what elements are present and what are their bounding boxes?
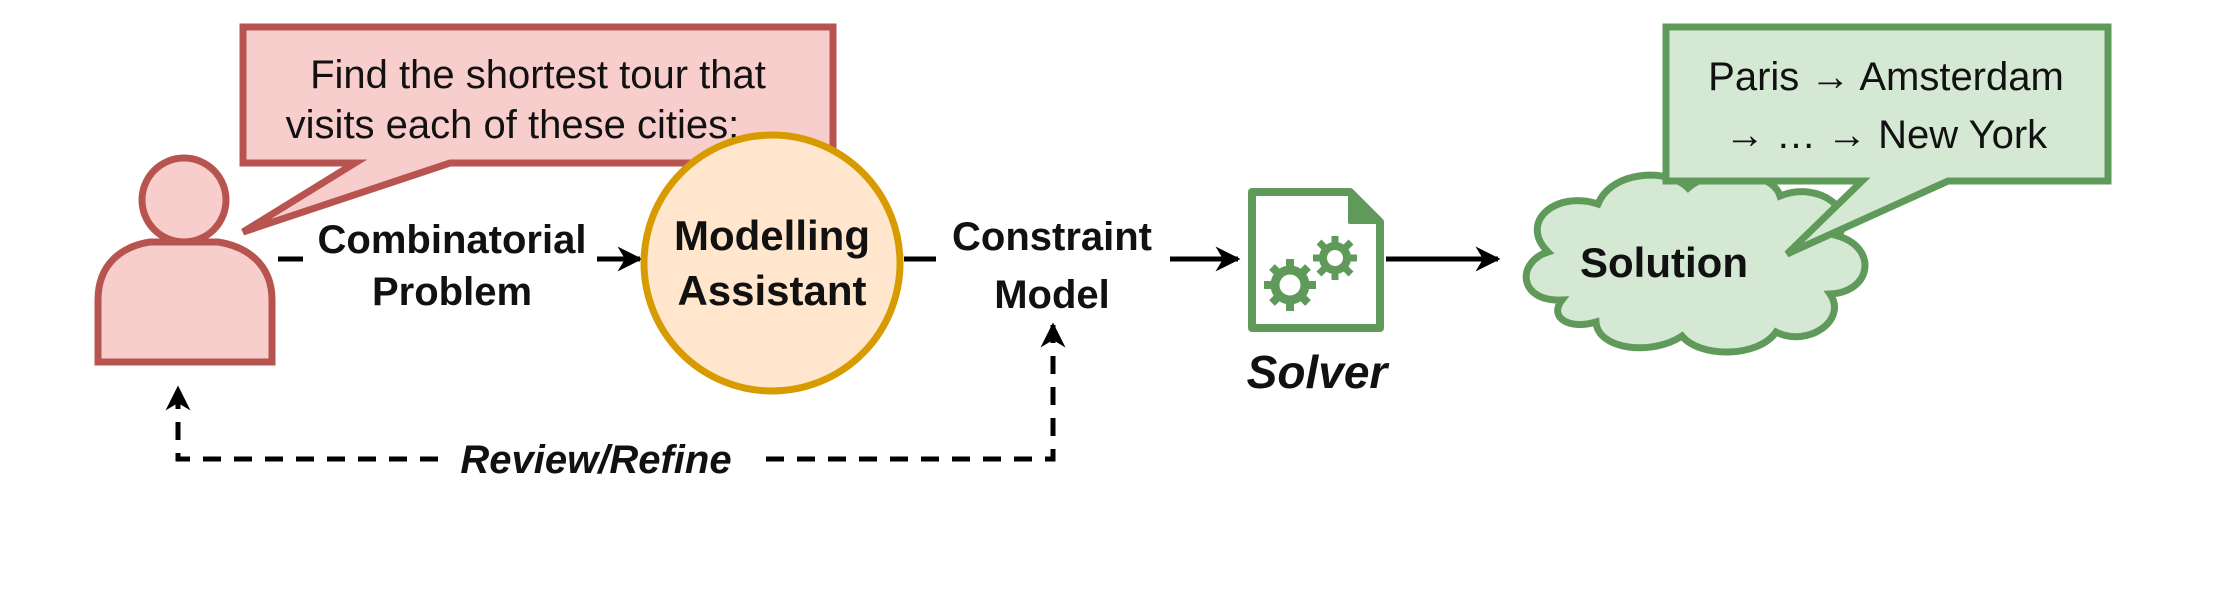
assistant-circle xyxy=(640,131,904,395)
user-bubble-line-2: visits each of these cities: … xyxy=(286,103,791,147)
edge-problem-label-2: Problem xyxy=(372,270,532,314)
solution-speech-bubble: Paris → Amsterdam → … → New York xyxy=(1662,23,2112,258)
user-bubble-shape xyxy=(239,23,837,236)
solution-node: Solution xyxy=(1522,170,1869,356)
solution-bubble-line-2: → … → New York xyxy=(1725,113,2048,157)
user-speech-bubble: Find the shortest tour that visits each … xyxy=(239,23,837,236)
gear-icon xyxy=(1264,236,1357,311)
edge-model-label-2: Model xyxy=(994,273,1110,317)
user-body xyxy=(94,238,276,366)
user-person-icon xyxy=(94,154,276,366)
edge-model-label-1: Constraint xyxy=(952,215,1152,259)
user-head xyxy=(138,154,230,246)
solver-node: Solver xyxy=(1247,188,1390,398)
feedback-loop: Review/Refine xyxy=(165,322,1066,482)
assistant-label-1: Modelling xyxy=(674,212,870,259)
feedback-right-path xyxy=(754,322,1066,462)
edge-user-to-assistant: Combinatorial Problem xyxy=(278,218,643,314)
solution-label: Solution xyxy=(1580,239,1748,286)
solution-bubble-line-1: Paris → Amsterdam xyxy=(1708,55,2064,99)
edge-problem-label-1: Combinatorial xyxy=(318,218,587,262)
solution-bubble-shape xyxy=(1662,23,2112,258)
modelling-assistant-node: Modelling Assistant xyxy=(640,131,904,395)
solver-document-fold xyxy=(1348,190,1382,224)
user-bubble-line-1: Find the shortest tour that xyxy=(310,53,766,97)
assistant-label-2: Assistant xyxy=(677,267,866,314)
feedback-left-path xyxy=(165,385,438,462)
solver-label: Solver xyxy=(1247,346,1390,398)
feedback-label: Review/Refine xyxy=(460,438,731,482)
edge-assistant-to-solver: Constraint Model xyxy=(904,215,1241,317)
